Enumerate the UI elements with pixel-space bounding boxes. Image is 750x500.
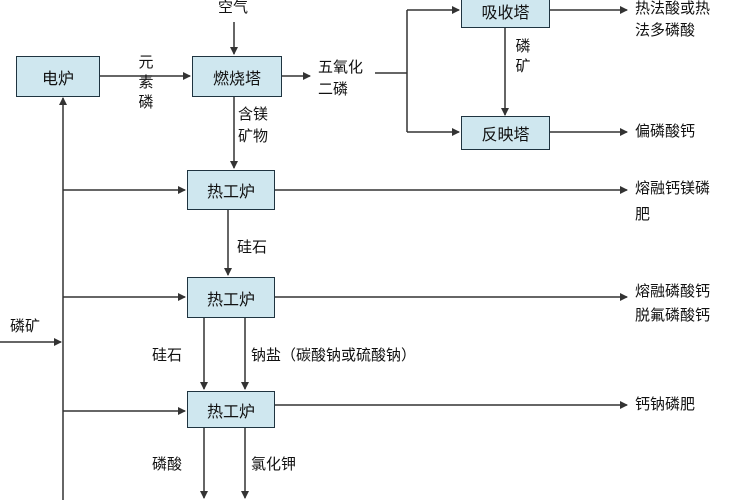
output-ca-na-fert: 钙钠磷肥 [635, 395, 696, 413]
elemental-phosphorus-label: 元素磷 [138, 53, 154, 111]
output-thermal-acid-1: 热法酸或热 [635, 0, 711, 17]
output-fused-ca-mg-1: 熔融钙镁磷 [635, 179, 711, 197]
mg-mineral-label-2: 矿物 [238, 127, 269, 145]
hot-furnace-2-box: 热工炉 [187, 277, 275, 318]
combustion-tower-box: 燃烧塔 [192, 56, 282, 97]
sodium-salt-label: 钠盐（碳酸钠或硫酸钠） [251, 346, 417, 364]
silica-label-1: 硅石 [237, 238, 268, 256]
hot-furnace-3-box: 热工炉 [187, 391, 275, 428]
p2o5-label: 五氧化二磷 [318, 58, 364, 98]
reaction-tower-box: 反映塔 [461, 116, 550, 150]
phosphate-rock-label: 磷矿 [515, 37, 531, 75]
phosphoric-acid-label: 磷酸 [152, 455, 183, 473]
kcl-label: 氯化钾 [251, 455, 297, 473]
electric-furnace-box: 电炉 [16, 56, 100, 97]
output-fused-ca-1: 熔融磷酸钙 [635, 282, 711, 300]
air-label: 空气 [218, 0, 249, 16]
mg-mineral-label-1: 含镁 [238, 105, 269, 123]
absorption-tower-box: 吸收塔 [461, 0, 550, 28]
hot-furnace-1-box: 热工炉 [187, 170, 275, 210]
rock-input-label: 磷矿 [10, 317, 41, 335]
output-thermal-acid-2: 法多磷酸 [635, 21, 696, 39]
output-fused-ca-2: 脱氟磷酸钙 [635, 306, 711, 324]
output-ca-metaphosphate: 偏磷酸钙 [635, 122, 696, 140]
silica-label-2: 硅石 [152, 346, 183, 364]
output-fused-ca-mg-2: 肥 [635, 205, 651, 223]
